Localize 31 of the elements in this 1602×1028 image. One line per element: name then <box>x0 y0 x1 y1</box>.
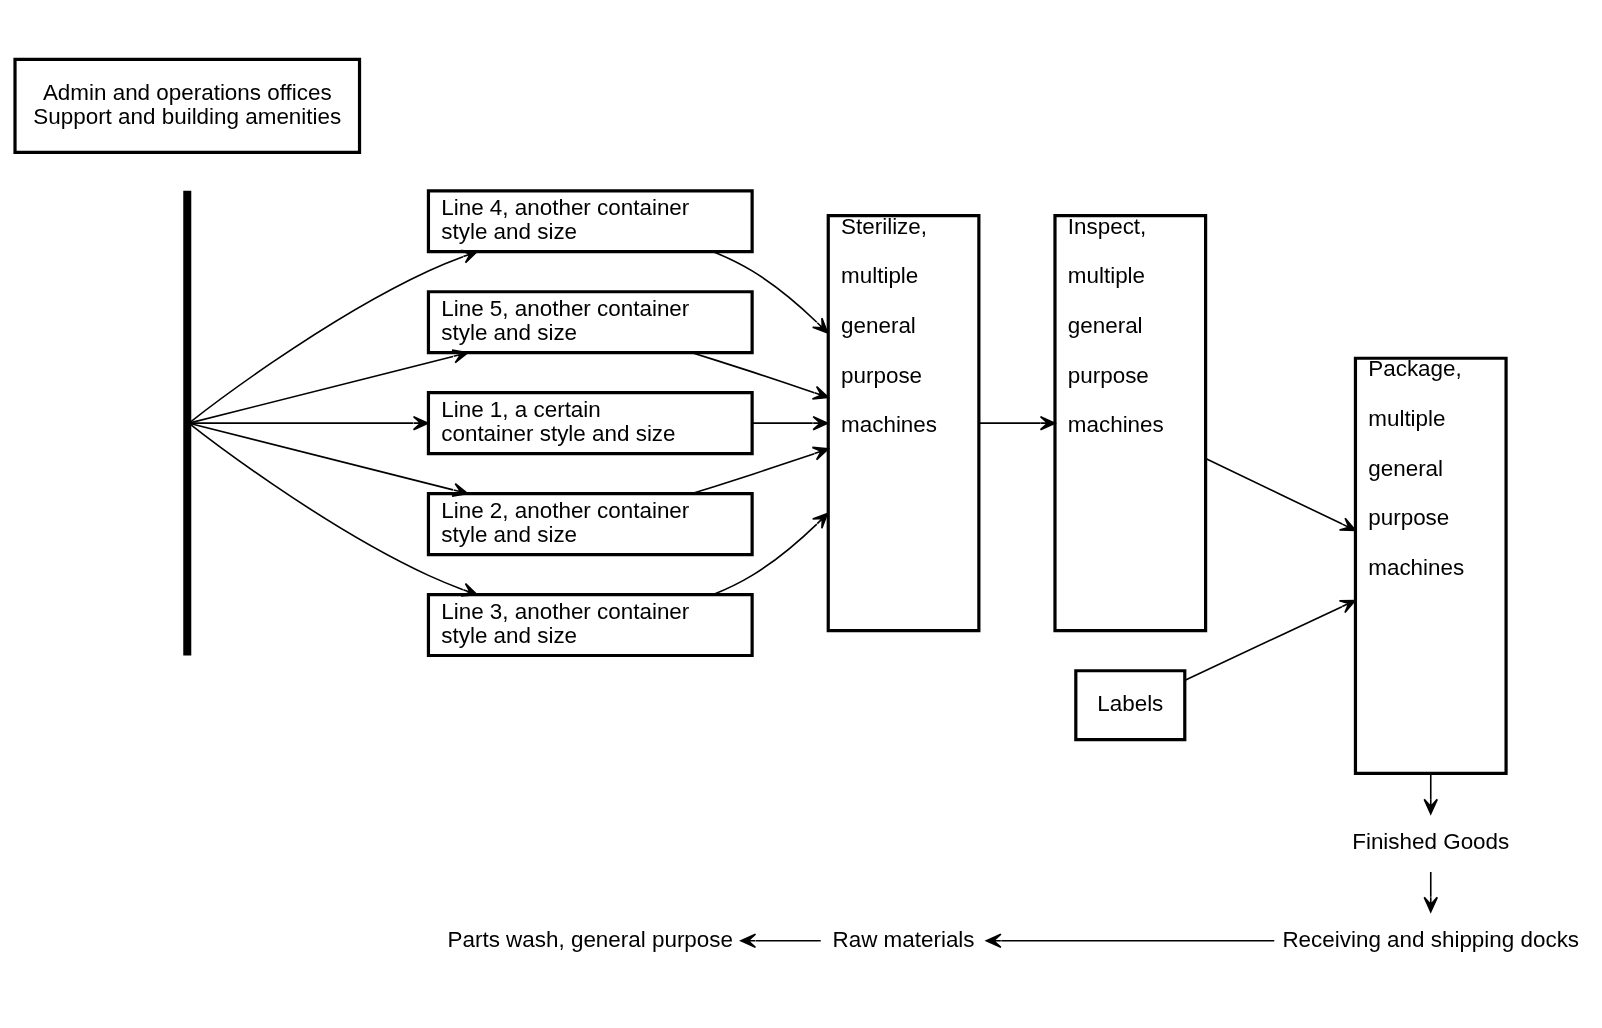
arrow <box>1205 457 1357 531</box>
node-box: Line 4, another container style and size <box>426 188 754 253</box>
arrow <box>189 348 469 424</box>
arrow <box>751 415 829 430</box>
arrow <box>188 422 478 597</box>
arrow <box>712 512 829 595</box>
arrow <box>1184 599 1357 681</box>
arrow <box>691 351 829 400</box>
node-text: Parts wash, general purpose <box>447 926 733 952</box>
arrow <box>1423 772 1439 815</box>
node-box: Sterilize, multiple general purpose machines <box>826 213 981 632</box>
arrow <box>978 415 1056 430</box>
node-box: Line 2, another container style and size <box>426 491 754 556</box>
arrow <box>188 249 478 423</box>
node-bar <box>183 190 192 655</box>
node-text: Finished Goods <box>1352 828 1510 854</box>
node-box: Inspect, multiple general purpose machines <box>1053 213 1208 632</box>
node-box: Line 3, another container style and size <box>426 592 754 657</box>
node-box: Labels <box>1074 668 1187 741</box>
node-text: Raw materials <box>832 926 975 952</box>
arrow <box>740 932 822 948</box>
node-box: Package, multiple general purpose machines <box>1353 356 1508 775</box>
arrow <box>712 250 829 334</box>
arrow <box>189 422 469 497</box>
node-box: Line 1, a certain container style and size <box>426 390 754 455</box>
node-box: Line 5, another container style and size <box>426 289 754 354</box>
arrow <box>1423 870 1439 913</box>
arrow <box>691 446 829 494</box>
arrow <box>985 932 1276 948</box>
node-text: Receiving and shipping docks <box>1282 926 1580 952</box>
node-box: Admin and operations offices Support and building amenities <box>13 57 362 154</box>
